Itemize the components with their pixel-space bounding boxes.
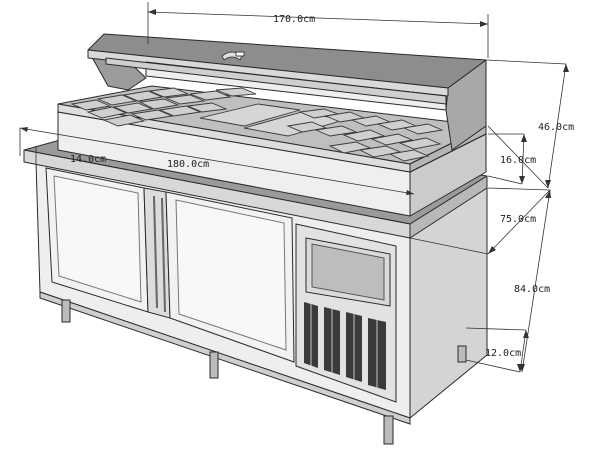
pan[interactable] bbox=[138, 98, 180, 110]
hood-glass-underside bbox=[105, 57, 447, 105]
pan[interactable] bbox=[398, 137, 442, 150]
dim-front-ledge: 14.0cm bbox=[70, 154, 106, 165]
control-panel bbox=[295, 223, 397, 403]
pan[interactable] bbox=[86, 106, 128, 119]
front-kick-plate bbox=[39, 291, 411, 425]
pan[interactable] bbox=[148, 87, 190, 98]
pan[interactable] bbox=[314, 125, 358, 137]
pan[interactable] bbox=[70, 99, 112, 111]
display-screen[interactable] bbox=[311, 243, 385, 301]
pan[interactable] bbox=[402, 123, 444, 135]
pan[interactable] bbox=[130, 109, 174, 121]
dim-body-height: 84.0cm bbox=[514, 284, 550, 295]
pan[interactable] bbox=[328, 141, 372, 154]
pan[interactable] bbox=[342, 129, 386, 142]
ingredient-pans bbox=[70, 87, 444, 162]
right-door-inner-panel bbox=[175, 199, 287, 351]
dimension-lines bbox=[19, 2, 567, 373]
countertop-right-edge bbox=[409, 175, 488, 239]
dim-top-width: 170.0cm bbox=[273, 14, 315, 25]
left-door-handle[interactable] bbox=[153, 195, 158, 309]
leg-front-mid bbox=[209, 351, 219, 379]
dim-total-height-top: 46.0cm bbox=[538, 122, 574, 133]
leg-back-right bbox=[457, 345, 467, 363]
pan[interactable] bbox=[122, 90, 164, 102]
pan[interactable] bbox=[186, 102, 228, 113]
pan[interactable] bbox=[164, 94, 206, 105]
dim-leg-height: 12.0cm bbox=[485, 348, 521, 359]
dimension-arrowheads bbox=[20, 9, 569, 372]
pan[interactable] bbox=[189, 90, 232, 101]
left-door-inner-panel bbox=[53, 175, 142, 303]
dim-counter-length: 180.0cm bbox=[167, 159, 209, 170]
cabinet-doors bbox=[45, 167, 295, 363]
pan[interactable] bbox=[112, 102, 154, 114]
pan[interactable] bbox=[96, 94, 138, 106]
pan[interactable] bbox=[158, 105, 202, 117]
pan[interactable] bbox=[370, 133, 414, 146]
hood-front-edge bbox=[87, 49, 449, 97]
adjustable-legs bbox=[39, 291, 467, 445]
dimension-labels: 170.0cm 46.0cm 16.0cm 75.0cm 180.0cm 14.… bbox=[70, 14, 574, 359]
pan[interactable] bbox=[388, 149, 430, 162]
handle-bracket-icon bbox=[235, 51, 245, 57]
pan[interactable] bbox=[102, 114, 146, 127]
dim-depth: 75.0cm bbox=[500, 214, 536, 225]
large-pan[interactable] bbox=[199, 103, 301, 127]
pan[interactable] bbox=[215, 87, 257, 97]
vent-slot-highlights bbox=[310, 304, 378, 388]
leg-front-right bbox=[383, 415, 394, 445]
dim-cover-height: 16.0cm bbox=[500, 155, 536, 166]
right-door-handle[interactable] bbox=[161, 197, 166, 313]
leg-front-left bbox=[61, 299, 71, 323]
